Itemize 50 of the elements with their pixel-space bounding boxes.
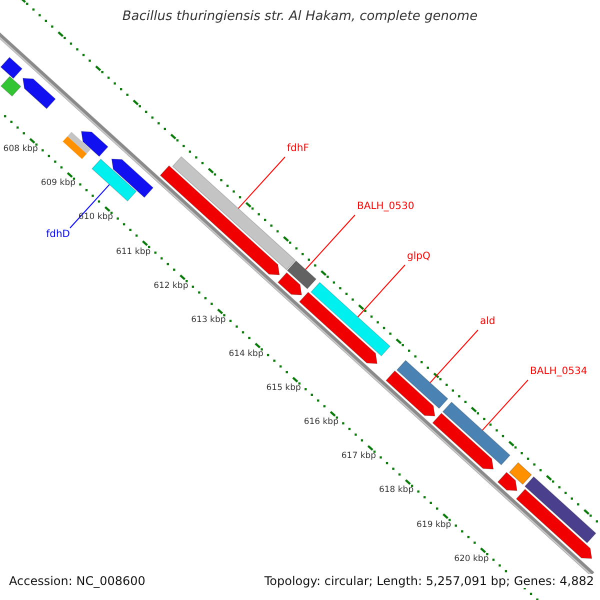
leader-line (70, 184, 110, 228)
gene-bar (81, 131, 108, 157)
scale-label: 618 kbp (378, 485, 414, 496)
gene-bar (432, 412, 494, 470)
gene-label: fdhD (46, 229, 70, 241)
scale-label: 613 kbp (191, 314, 226, 325)
gene-label: ald (480, 316, 496, 328)
gene-label: BALH_0534 (530, 366, 588, 378)
gene-bar (92, 158, 137, 202)
gene-bar (286, 260, 316, 290)
leader-line (430, 330, 478, 384)
gene-bar (396, 360, 448, 409)
scale-label: 608 kbp (3, 144, 38, 154)
scale-label: 609 kbp (40, 178, 76, 188)
gene-bar (62, 136, 87, 159)
gene-bar (67, 132, 91, 154)
scale-label: 617 kbp (341, 451, 376, 462)
gene-bar (442, 402, 510, 466)
scale-label: 615 kbp (266, 383, 301, 394)
gene-bar (0, 76, 22, 97)
gene-bar (0, 56, 22, 79)
gene-bar (386, 370, 436, 416)
genome-stats-text: Topology: circular; Length: 5,257,091 bp; Genes: 4,882 (262, 574, 596, 588)
leader-line (482, 380, 528, 431)
gene-bar (22, 78, 56, 110)
scale-label: 614 kbp (228, 348, 264, 359)
gene-bar (172, 156, 296, 270)
scale-label: 611 kbp (116, 246, 151, 257)
scale-label: 612 kbp (154, 280, 188, 291)
gene-label: glpQ (407, 251, 430, 263)
scale-label: 619 kbp (416, 520, 452, 530)
gene-bar (111, 158, 154, 198)
gene-bar (278, 272, 302, 296)
scale-label: 620 kbp (454, 554, 489, 564)
gene-bar (524, 476, 596, 544)
gene-label: fdhF (287, 143, 309, 155)
scale-label: 616 kbp (304, 417, 338, 428)
leader-line (305, 214, 356, 270)
accession-text: Accession: NC_008600 (7, 574, 148, 588)
leader-line (357, 264, 406, 318)
gene-bar (508, 462, 532, 485)
gene-bar (310, 282, 390, 356)
title: Bacillus thuringiensis str. Al Hakam, complete genome (121, 9, 479, 24)
leader-line (238, 156, 286, 209)
gene-bar (160, 165, 280, 276)
gene-bar (516, 488, 592, 559)
gene-bar (299, 292, 378, 364)
gene-bar (497, 472, 518, 491)
gene-label: BALH_0530 (357, 201, 414, 213)
scale-label: 610 kbp (78, 212, 114, 222)
